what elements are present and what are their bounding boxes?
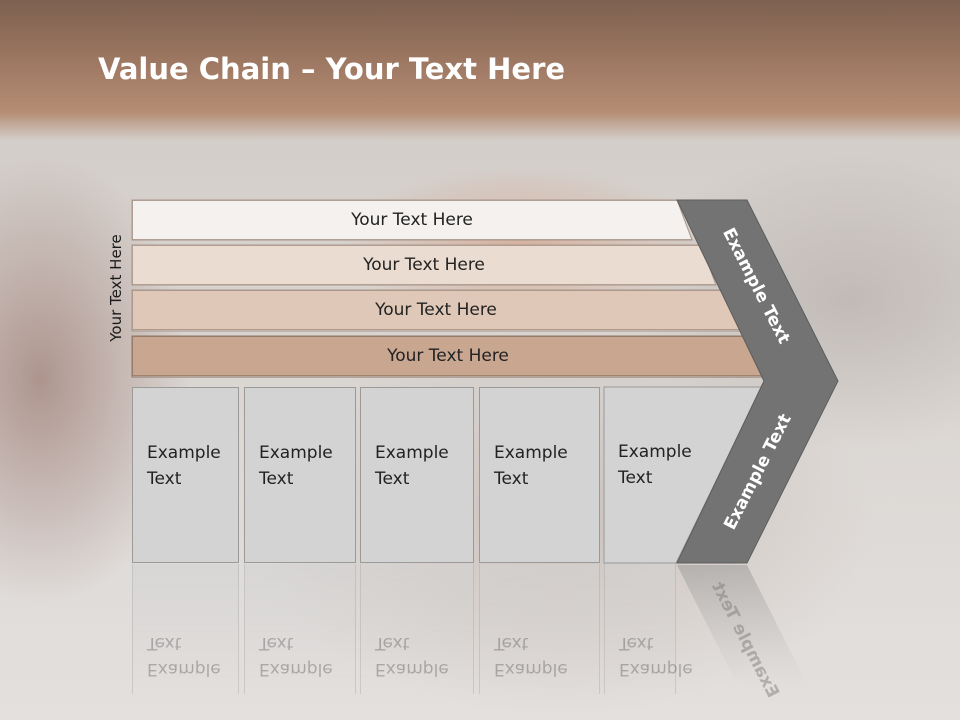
slide-title: Value Chain – Your Text Here: [98, 52, 565, 86]
band-3: Your Text Here: [132, 290, 740, 330]
column-1: Example Text: [132, 387, 239, 563]
column-3-reflection: Example Text: [360, 564, 474, 694]
header-band: [0, 0, 960, 140]
title-rest: – Your Text Here: [290, 52, 566, 86]
band-1-label: Your Text Here: [351, 210, 473, 230]
band-4-label: Your Text Here: [387, 346, 509, 366]
band-1: Your Text Here: [132, 200, 692, 240]
column-3-label: Example Text: [375, 443, 449, 489]
title-bold: Value Chain: [98, 52, 291, 86]
column-5-bg: [603, 386, 763, 564]
chevron-reflection: [677, 565, 810, 690]
band-4: Your Text Here: [132, 336, 764, 376]
column-4-reflection: Example Text: [479, 564, 600, 694]
chevron-shape: [676, 199, 839, 564]
band-1-outline: [131, 199, 693, 241]
column-4: Example Text: [479, 387, 600, 563]
band-2-outline: [131, 244, 717, 286]
column-5-reflection: Example Text: [604, 564, 693, 694]
column-5-label: Example Text: [618, 442, 692, 488]
column-2-reflection: Example Text: [244, 564, 356, 694]
column-1-label: Example Text: [147, 443, 221, 489]
column-2-label: Example Text: [259, 443, 333, 489]
column-3: Example Text: [360, 387, 474, 563]
column-2: Example Text: [244, 387, 356, 563]
column-4-label: Example Text: [494, 443, 568, 489]
band-3-label: Your Text Here: [375, 300, 497, 320]
column-1-reflection: Example Text: [132, 564, 239, 694]
band-2-label: Your Text Here: [363, 255, 485, 275]
